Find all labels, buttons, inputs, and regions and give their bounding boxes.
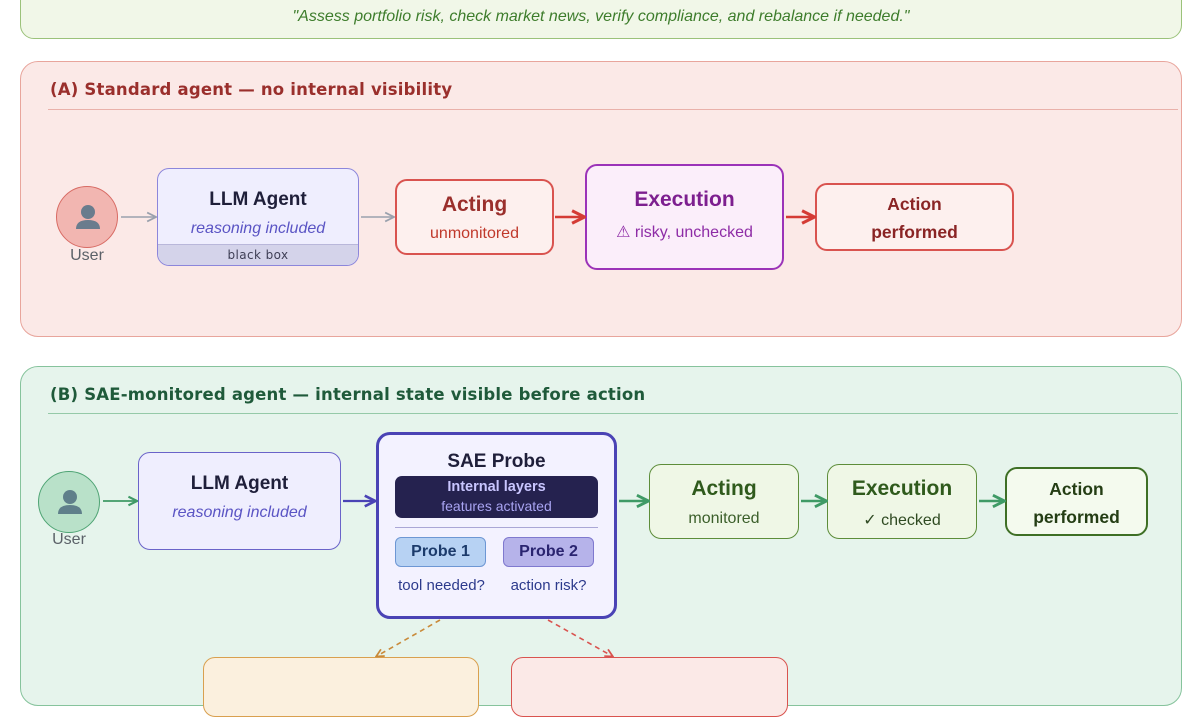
execution-title: Execution [851,477,953,500]
user-avatar-icon [38,471,100,533]
acting-monitored-box: Acting monitored [649,464,799,539]
probe-1-label: Probe 1 [411,543,470,560]
connector-arrows [103,0,1200,675]
probe-2-label: Probe 2 [519,543,578,560]
llm-agent-box: LLM Agent reasoning included [138,452,341,550]
acting-subtitle: monitored [688,510,760,527]
acting-title: Acting [441,193,508,216]
probe-2-badge: Probe 2 [503,537,594,567]
black-box-label: black box [158,244,358,265]
execution-subtitle: ⚠ risky, unchecked [616,224,753,241]
probe-1-question: tool needed? [398,577,485,594]
panel-a-title: (A) Standard agent — no internal visibil… [50,80,453,99]
panel-a-divider [48,109,1178,110]
action-performed-line2: performed [1033,507,1120,527]
probe-1-badge: Probe 1 [395,537,486,567]
execution-title: Execution [634,188,735,211]
acting-unmonitored-box: Acting unmonitored [395,179,554,255]
llm-agent-title: LLM Agent [209,189,307,210]
llm-agent-title: LLM Agent [190,473,289,494]
execution-subtitle: ✓ checked [863,512,941,529]
action-performed-box: Action performed [815,183,1014,251]
user-label: User [52,531,86,548]
panel-b-divider [48,413,1178,414]
llm-agent-subtitle: reasoning included [190,220,326,237]
user-avatar-icon [56,186,118,248]
dashed-arrow-probe1-branch [377,619,441,656]
action-performed-box: Action performed [1005,467,1148,536]
acting-subtitle: unmonitored [430,225,519,242]
acting-title: Acting [691,477,757,500]
execution-checked-box: Execution ✓ checked [827,464,977,539]
internal-layers-block: Internal layers features activated [395,476,598,518]
sae-probe-box: SAE Probe [376,432,617,619]
llm-agent-box: LLM Agent reasoning included black box [157,168,359,266]
internal-layers-subtitle: features activated [441,498,552,514]
task-quote: "Assess portfolio risk, check market new… [292,8,910,25]
execution-risky-box: Execution ⚠ risky, unchecked [585,164,784,270]
sae-probe-title: SAE Probe [447,451,546,472]
user-label: User [70,247,104,264]
probe-2-question: action risk? [510,577,587,594]
llm-agent-subtitle: reasoning included [172,504,307,521]
sae-divider [395,527,598,528]
dashed-arrow-probe2-branch [547,619,612,656]
internal-layers-title: Internal layers [447,479,546,495]
person-icon [76,205,100,229]
panel-b-title: (B) SAE-monitored agent — internal state… [50,385,646,404]
person-icon [58,490,82,514]
action-performed-line1: Action [887,194,942,214]
task-banner [20,0,1182,39]
action-performed-line2: performed [871,222,958,242]
action-performed-line1: Action [1049,479,1104,499]
